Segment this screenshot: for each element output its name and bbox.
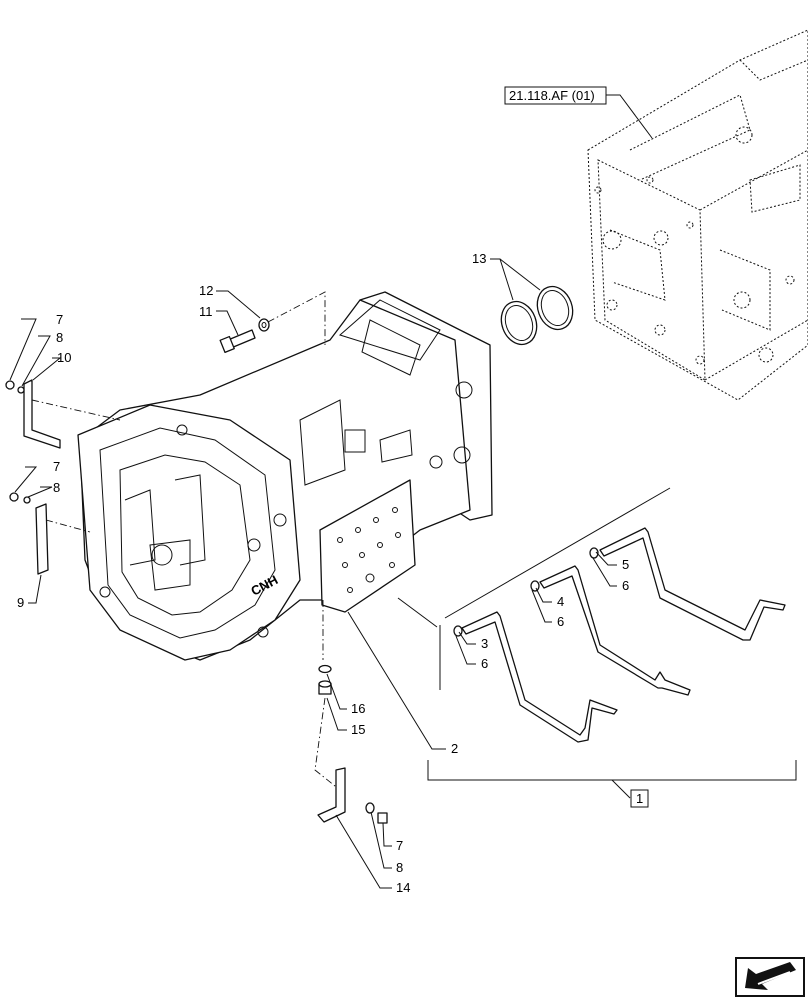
callout-9[interactable]: 9 xyxy=(17,595,24,610)
bracket-lower xyxy=(9,492,91,575)
callout-1[interactable]: 1 xyxy=(636,791,643,806)
retaining-rings xyxy=(500,285,574,346)
callout-10[interactable]: 10 xyxy=(57,350,71,365)
leader-lines xyxy=(9,258,617,889)
callout-13[interactable]: 13 xyxy=(472,251,486,266)
callout-8c[interactable]: 8 xyxy=(396,860,403,875)
callout-6b[interactable]: 6 xyxy=(557,614,564,629)
callout-6a[interactable]: 6 xyxy=(481,656,488,671)
reference-housing xyxy=(587,29,808,401)
transmission-housing: CNH xyxy=(77,291,493,661)
callout-8b[interactable]: 8 xyxy=(53,480,60,495)
callout-15[interactable]: 15 xyxy=(351,722,365,737)
callouts: 7 8 10 12 11 13 7 8 9 16 15 2 3 6 4 6 5 … xyxy=(17,251,643,895)
reference-label-text: 21.118.AF (01) xyxy=(509,88,595,103)
callout-4[interactable]: 4 xyxy=(557,594,564,609)
callout-7b[interactable]: 7 xyxy=(53,459,60,474)
bolt-assembly xyxy=(219,291,326,354)
callout-7a[interactable]: 7 xyxy=(56,312,63,327)
callout-5[interactable]: 5 xyxy=(622,557,629,572)
drain-plug xyxy=(314,600,341,791)
group-bracket xyxy=(427,760,797,808)
reference-label[interactable]: 21.118.AF (01) xyxy=(504,86,653,139)
callout-8a[interactable]: 8 xyxy=(56,330,63,345)
callout-7c[interactable]: 7 xyxy=(396,838,403,853)
section-marker xyxy=(397,487,671,690)
callout-12[interactable]: 12 xyxy=(199,283,213,298)
callout-16[interactable]: 16 xyxy=(351,701,365,716)
bracket-upper xyxy=(5,379,121,449)
navigation-arrow-icon[interactable] xyxy=(735,957,805,997)
callout-3[interactable]: 3 xyxy=(481,636,488,651)
callout-11[interactable]: 11 xyxy=(199,304,213,319)
callout-2[interactable]: 2 xyxy=(451,741,458,756)
callout-6c[interactable]: 6 xyxy=(622,578,629,593)
callout-14[interactable]: 14 xyxy=(396,880,410,895)
pipe-assembly xyxy=(453,527,786,743)
bracket-bottom xyxy=(317,767,388,824)
